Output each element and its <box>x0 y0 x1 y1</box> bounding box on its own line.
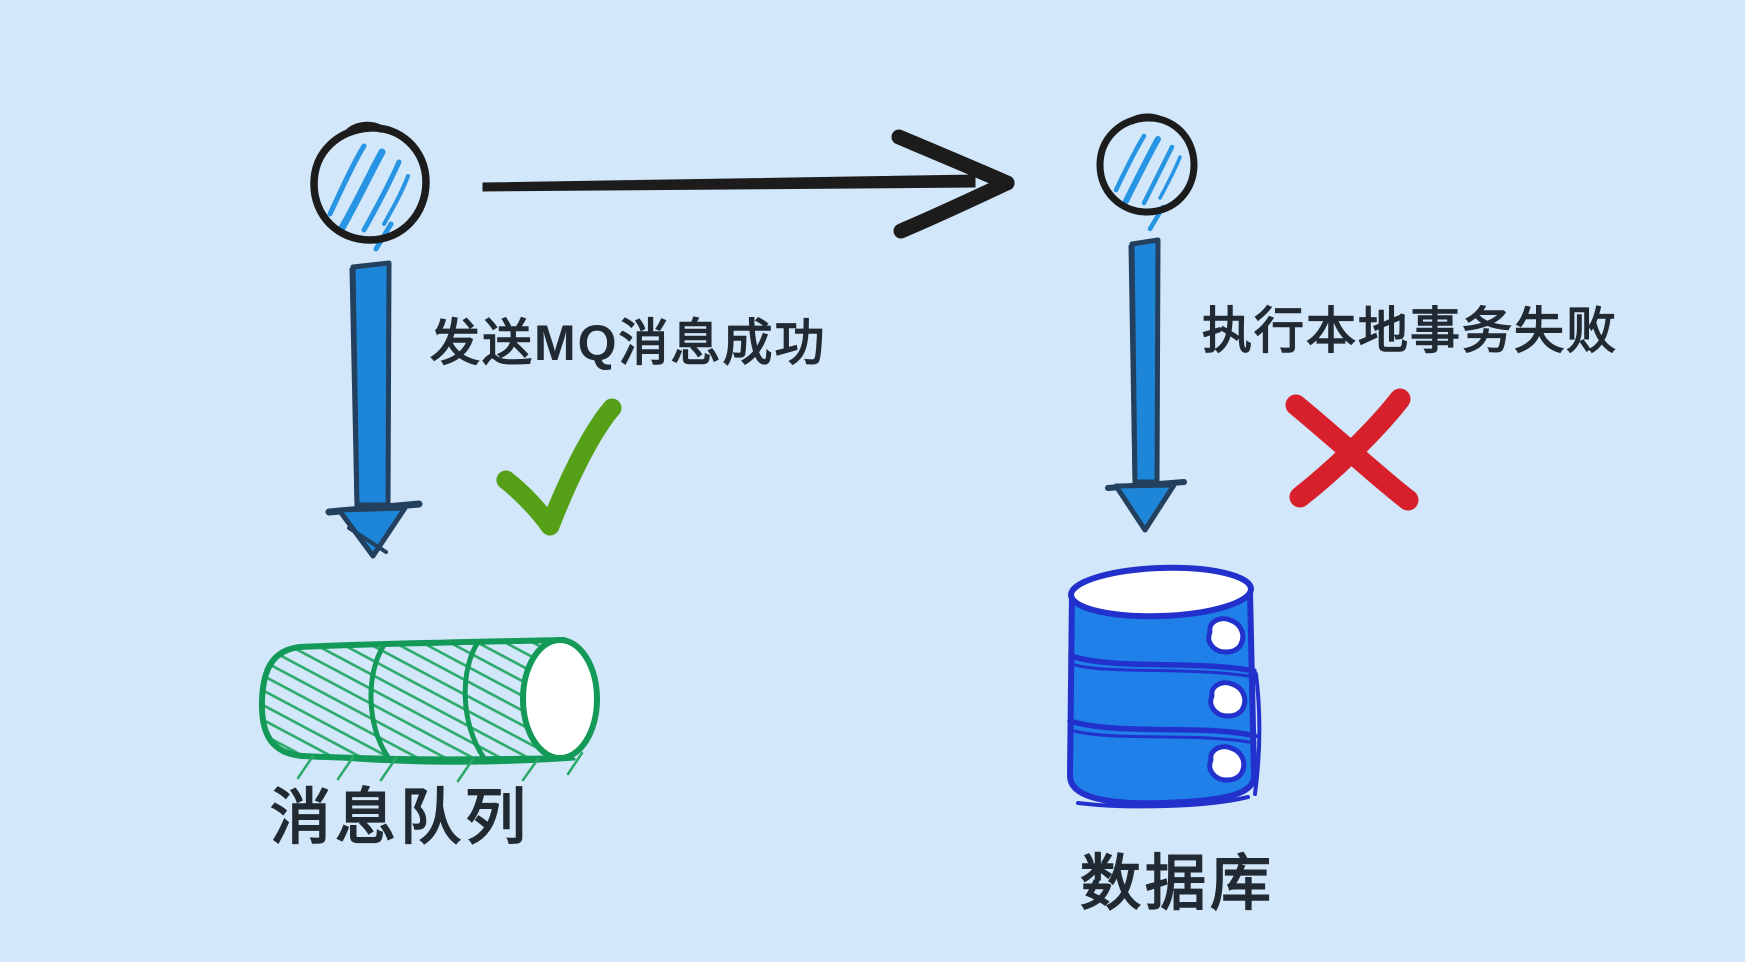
stray-hatch-strokes <box>296 751 584 783</box>
check-icon <box>496 398 622 536</box>
hatched-circle-icon <box>310 121 430 252</box>
queue-hatch-fill <box>261 640 568 758</box>
cross-icon <box>1285 388 1419 511</box>
database-holes <box>1206 616 1248 783</box>
database-label: 数据库 <box>1079 849 1275 917</box>
left-flow-caption: 发送MQ消息成功 <box>430 315 827 371</box>
message-queue-label: 消息队列 <box>269 783 530 851</box>
arrow-right-icon <box>482 129 1015 239</box>
queue-cylinder-icon <box>258 637 600 783</box>
database-top <box>1068 564 1254 620</box>
hatched-circle-icon <box>1096 113 1198 232</box>
database-cylinder-icon <box>1067 564 1262 809</box>
arrow-down-icon <box>1105 237 1187 533</box>
right-flow-caption: 执行本地事务失败 <box>1202 303 1618 359</box>
arrow-down-icon <box>325 260 423 559</box>
